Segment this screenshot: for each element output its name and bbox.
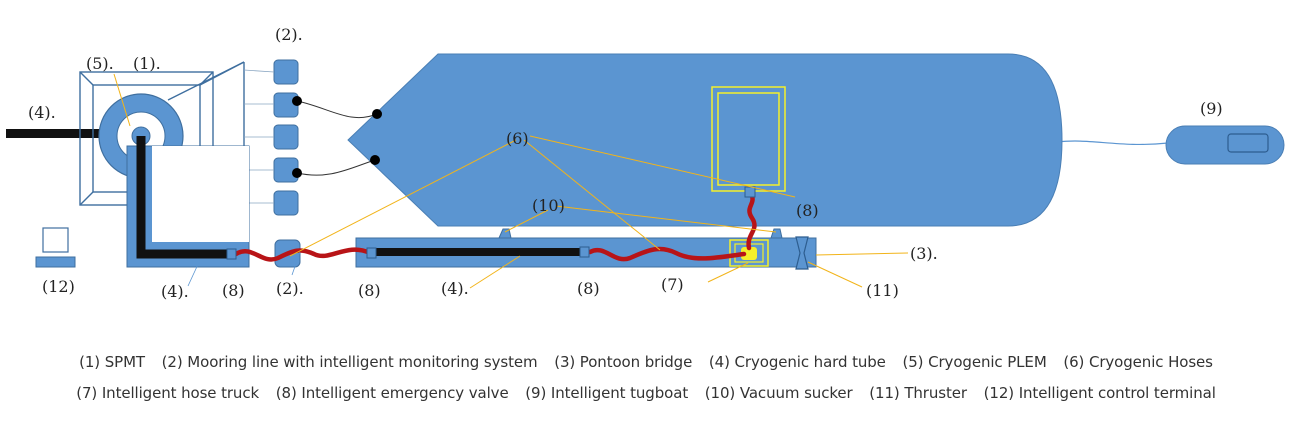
callout-spmt: (1). (133, 54, 161, 73)
callout-hard-tube-left: (4). (28, 103, 56, 122)
legend-row-2: (7) Intelligent hose truck (8) Intellige… (0, 384, 1292, 402)
callout-mooring-line-bottom: (2). (276, 279, 304, 298)
leader-lines (113, 73, 909, 289)
callout-hard-tube-lower: (4). (161, 282, 189, 301)
legend-item-hose-truck: (7) Intelligent hose truck (76, 384, 260, 402)
legend-item-hoses: (6) Cryogenic Hoses (1063, 353, 1213, 371)
lng-carrier-hull (347, 53, 1063, 227)
legend-item-mooring-line: (2) Mooring line with intelligent monito… (161, 353, 538, 371)
callout-plem: (5). (86, 54, 114, 73)
pointer-lines (187, 251, 301, 287)
callout-vacuum-sucker: (10) (532, 196, 565, 215)
callout-thruster: (11) (866, 281, 899, 300)
legend-item-emergency-valve: (8) Intelligent emergency valve (275, 384, 509, 402)
tow-line (1057, 140, 1169, 146)
vacuum-suckers (498, 228, 783, 239)
cryogenic-hoses (233, 189, 757, 262)
legend-item-pontoon-bridge: (3) Pontoon bridge (554, 353, 693, 371)
legend-item-hard-tube: (4) Cryogenic hard tube (708, 353, 886, 371)
legend-row-1: (1) SPMT (2) Mooring line with intellige… (0, 353, 1292, 371)
callout-hose-truck: (7) (661, 275, 684, 294)
callout-valve-ship: (8) (796, 201, 819, 220)
callout-valve-c: (8) (577, 279, 600, 298)
legend-item-thruster: (11) Thruster (869, 384, 967, 402)
spmt-pontoon-clear (152, 146, 249, 242)
callout-valve-b: (8) (358, 281, 381, 300)
callout-mooring-line: (2). (275, 25, 303, 44)
legend-item-spmt: (1) SPMT (79, 353, 145, 371)
mooring-blocks (273, 59, 299, 216)
mooring-nodes (292, 96, 382, 178)
thruster (795, 236, 809, 270)
callout-hard-tube-bridge: (4). (441, 279, 469, 298)
lng-transfer-system-diagram: (1). (5). (2). (4). (6) (10) (8) (9) (3)… (6, 25, 1285, 301)
hard-tube-left (6, 129, 106, 138)
mooring-lines (296, 100, 378, 176)
callout-valve-a: (8) (222, 281, 245, 300)
legend-item-control-terminal: (12) Intelligent control terminal (983, 384, 1216, 402)
callout-hoses: (6) (506, 129, 529, 148)
control-terminal (35, 227, 76, 268)
legend-item-vacuum-sucker: (10) Vacuum sucker (704, 384, 853, 402)
hard-tube-bridge (372, 248, 586, 256)
legend-item-tugboat: (9) Intelligent tugboat (525, 384, 689, 402)
callout-pontoon-bridge: (3). (910, 244, 938, 263)
tugboat (1165, 125, 1285, 165)
callout-tugboat: (9) (1200, 99, 1223, 118)
legend-item-plem: (5) Cryogenic PLEM (902, 353, 1047, 371)
hard-tube-lower (136, 136, 232, 259)
callout-control-terminal: (12) (42, 277, 75, 296)
